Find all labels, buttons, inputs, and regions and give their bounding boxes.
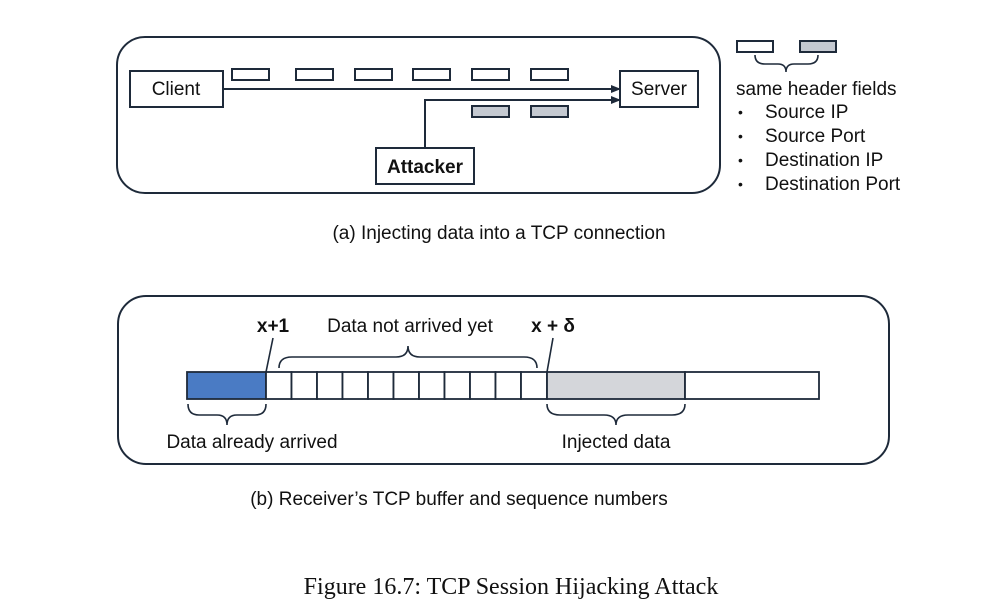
legitimate-packets: [231, 68, 569, 81]
buffer-slot: [443, 371, 471, 400]
legend-legit-packet: [736, 40, 774, 53]
buffer-slot: [469, 371, 497, 400]
buffer-slot: [341, 371, 369, 400]
panel-b-caption: (b) Receiver’s TCP buffer and sequence n…: [250, 489, 668, 510]
spoofed-packet: [471, 105, 510, 118]
buffer-slot: [494, 371, 522, 400]
header-field-item: Source IP: [765, 102, 848, 123]
legit-packet: [295, 68, 334, 81]
client-node: [129, 70, 224, 108]
empty-buffer-slots: [265, 371, 548, 400]
bullet-icon: •: [738, 104, 743, 120]
data-not-arrived-label: Data not arrived yet: [327, 316, 494, 337]
legit-packet: [530, 68, 569, 81]
spoofed-packet: [530, 105, 569, 118]
panel-a-frame: [116, 36, 721, 194]
buffer-slot: [367, 371, 395, 400]
not-arrived-brace: [278, 345, 538, 369]
server-label: Server: [631, 79, 688, 100]
buffer-slot: [290, 371, 318, 400]
legit-packet: [231, 68, 270, 81]
panel-a-caption: (a) Injecting data into a TCP connection: [332, 223, 665, 244]
injected-brace: [546, 403, 686, 426]
server-node: [619, 70, 699, 108]
buffer-slot: [316, 371, 344, 400]
arrived-data-block: [186, 371, 267, 400]
remaining-buffer: [684, 371, 820, 400]
buffer-slot: [265, 371, 293, 400]
legend-spoofed-packet: [799, 40, 837, 53]
header-field-item: Source Port: [765, 126, 866, 147]
data-already-arrived-label: Data already arrived: [166, 432, 337, 453]
bullet-icon: •: [738, 176, 743, 192]
legit-packet: [412, 68, 451, 81]
arrived-brace: [187, 403, 267, 426]
legit-packet: [471, 68, 510, 81]
attacker-injection-arrow: [424, 96, 621, 148]
buffer-slot: [392, 371, 420, 400]
legend-title: same header fields: [736, 79, 897, 100]
tcp-buffer: [186, 371, 820, 400]
bullet-icon: •: [738, 152, 743, 168]
header-field-item: Destination IP: [765, 150, 883, 171]
seq-x-plus-delta-label: x + δ: [531, 316, 575, 337]
legend-brace: [754, 54, 819, 73]
injected-data-block: [546, 371, 686, 400]
panel-b-frame: [117, 295, 890, 465]
figure-caption: Figure 16.7: TCP Session Hijacking Attac…: [304, 574, 719, 600]
buffer-slot: [418, 371, 446, 400]
client-label: Client: [152, 79, 201, 100]
attacker-node: [375, 147, 475, 185]
x-plus-delta-pointer: [546, 337, 554, 373]
buffer-slot: [520, 371, 548, 400]
seq-x-plus-1-label: x+1: [257, 316, 290, 337]
x-plus-1-pointer: [265, 337, 274, 373]
attacker-label: Attacker: [387, 157, 464, 178]
injected-data-label: Injected data: [562, 432, 671, 453]
legit-packet: [354, 68, 393, 81]
spoofed-packets: [471, 105, 569, 118]
header-fields-list: • Source IP • Source Port • Destination …: [738, 102, 901, 195]
header-field-item: Destination Port: [765, 174, 901, 195]
bullet-icon: •: [738, 128, 743, 144]
